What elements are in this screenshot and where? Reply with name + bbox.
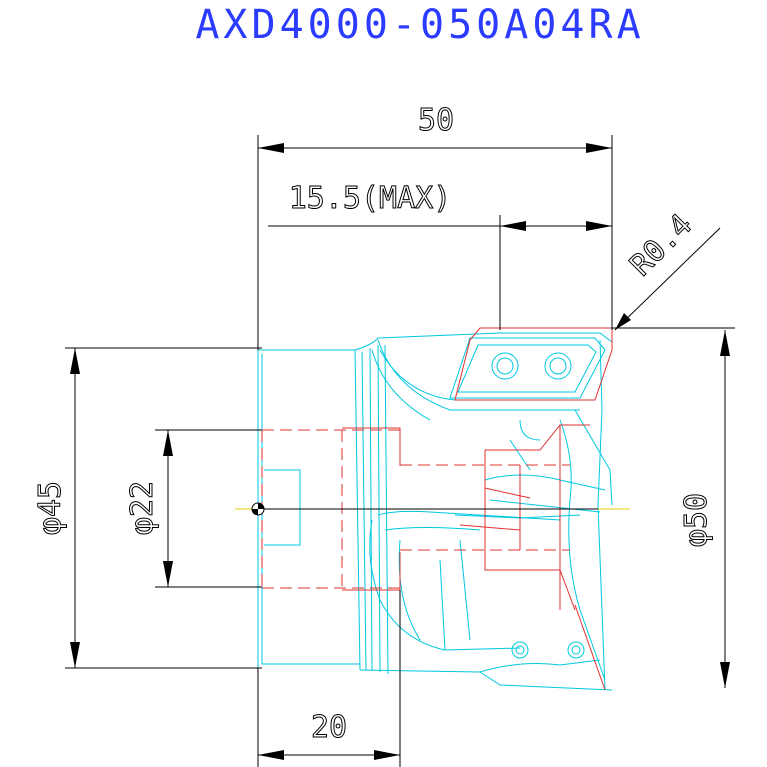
cutter-body [257,332,613,691]
dim-cutting-dia: φ50 [679,493,714,547]
dim-max-depth: 15.5(MAX) [289,181,452,216]
drawing-title: AXD4000-050A04RA [195,2,644,48]
dim-bottom-length: 20 [311,710,347,745]
dimension-arrows [70,143,730,760]
dim-left-outer-dia: φ45 [33,481,68,535]
center-mark-icon [251,502,265,516]
dim-bore-dia: φ22 [125,481,160,535]
dim-overall-length: 50 [418,103,454,138]
dim-corner-radius: R0.4 [623,207,699,283]
